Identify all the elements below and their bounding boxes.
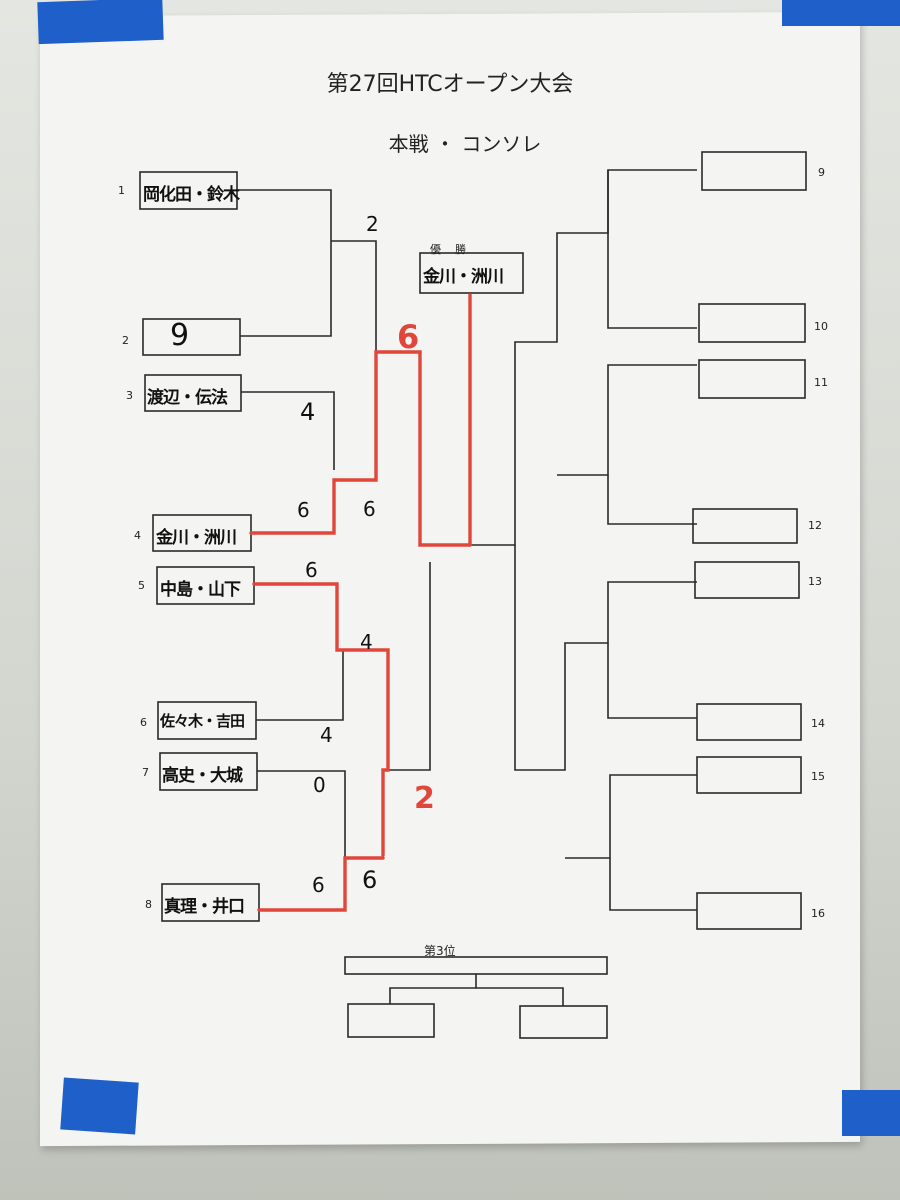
score-semi-top: 6 xyxy=(397,318,420,356)
seed-3: 3 xyxy=(126,389,133,402)
seed-4: 4 xyxy=(134,529,141,542)
score-r1-top: 2 xyxy=(366,212,379,236)
seed-12: 12 xyxy=(808,519,822,532)
seed-11: 11 xyxy=(814,376,828,389)
seed-14: 14 xyxy=(811,717,825,730)
seed-8: 8 xyxy=(145,898,152,911)
champion-label: 優勝 xyxy=(430,243,480,256)
seed-7: 7 xyxy=(142,766,149,779)
tournament-subtitle: 本戦 ・ コンソレ xyxy=(388,132,542,156)
score-m2-winner: 6 xyxy=(363,497,376,521)
score-m3-lower: 4 xyxy=(320,723,333,747)
tape-bottom-right xyxy=(842,1090,900,1136)
score-m2-upper: 4 xyxy=(300,398,316,426)
seed-10: 10 xyxy=(814,320,828,333)
tape-top-right xyxy=(782,0,900,26)
entry-2-name: 9 xyxy=(170,318,189,353)
seed-5: 5 xyxy=(138,579,145,592)
entry-5-name: 中島・山下 xyxy=(160,580,241,600)
entry-3-name: 渡辺・伝法 xyxy=(147,388,228,408)
score-m2-lower: 6 xyxy=(297,498,310,522)
tournament-title: 第27回HTCオープン大会 xyxy=(326,72,574,97)
score-m3-mid: 4 xyxy=(360,630,373,654)
third-place-label: 第3位 xyxy=(424,944,456,958)
seed-2: 2 xyxy=(122,334,129,347)
entry-4-name: 金川・洲川 xyxy=(156,528,237,548)
score-m4-winner: 6 xyxy=(362,866,378,894)
seed-13: 13 xyxy=(808,575,822,588)
score-m3-upper: 6 xyxy=(305,558,318,582)
seed-6: 6 xyxy=(140,716,147,729)
entry-6-name: 佐々木・吉田 xyxy=(160,712,245,730)
entry-7-name: 高史・大城 xyxy=(162,766,243,786)
seed-15: 15 xyxy=(811,770,825,783)
seed-9: 9 xyxy=(818,166,825,179)
score-m4-upper: 0 xyxy=(313,773,326,797)
seed-16: 16 xyxy=(811,907,825,920)
entry-1-name: 岡化田・鈴木 xyxy=(143,185,240,205)
champion-name: 金川・洲川 xyxy=(423,267,504,287)
seed-1: 1 xyxy=(118,184,125,197)
score-m4-lower: 6 xyxy=(312,873,325,897)
score-semi-bottom: 2 xyxy=(414,781,435,816)
entry-8-name: 真理・井口 xyxy=(164,897,245,917)
